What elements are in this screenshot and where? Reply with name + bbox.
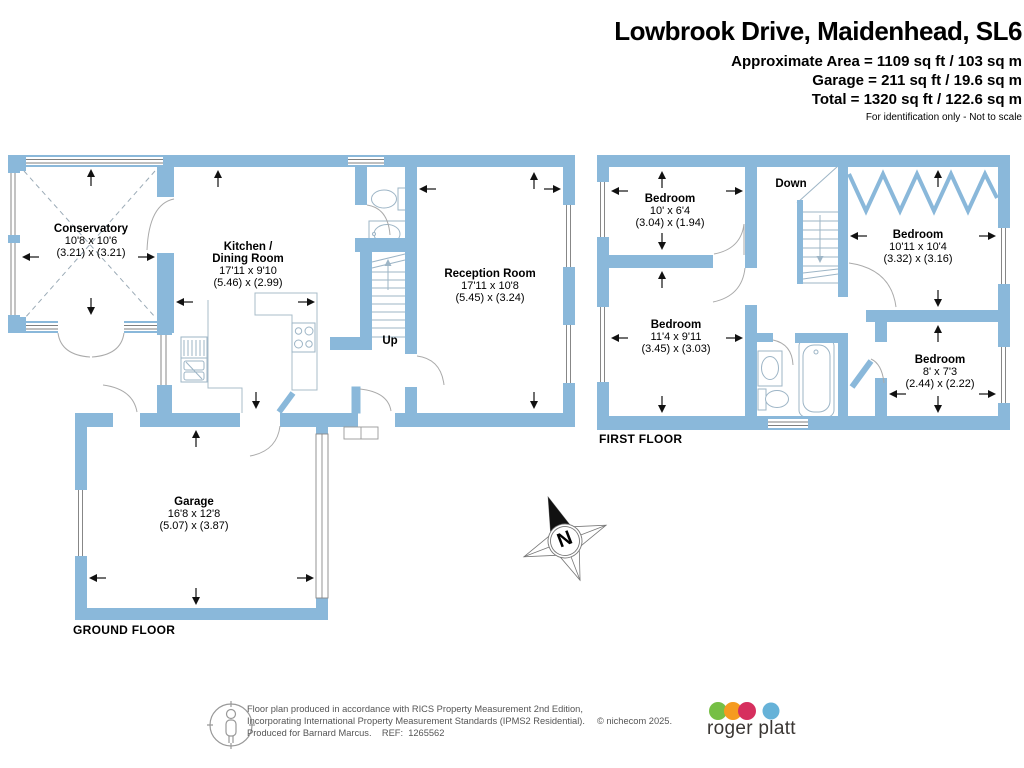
windows-ground [8, 157, 575, 556]
footer-line-2-text: Incorporating International Property Mea… [247, 716, 585, 726]
logo-dot-orange [724, 702, 742, 720]
ground-floor-label: GROUND FLOOR [73, 623, 176, 637]
room-name: Kitchen / Dining Room [212, 241, 284, 265]
room-dims-m: (5.07) x (3.87) [159, 520, 229, 532]
room-dims-ft: 8' x 7'3 [922, 366, 958, 378]
garage-area: Garage = 211 sq ft / 19.6 sq m [812, 72, 1022, 89]
room-label-bedroom-4: Bedroom 8' x 7'3 (2.44) x (2.22) [905, 354, 974, 390]
room-name: Bedroom [644, 193, 696, 205]
room-label-bedroom-1: Bedroom 10' x 6'4 (3.04) x (1.94) [635, 193, 704, 229]
room-name: Bedroom [650, 319, 702, 331]
room-dims-m: (5.45) x (3.24) [455, 292, 525, 304]
stairs-ground [371, 253, 406, 338]
room-dims-m: (2.44) x (2.22) [905, 378, 975, 390]
room-dims-m: (3.45) x (3.03) [641, 343, 711, 355]
room-label-conservatory: Conservatory 10'8 x 10'6 (3.21) x (3.21) [54, 223, 128, 259]
wardrobe-zigzag [847, 169, 999, 216]
approximate-area: Approximate Area = 1109 sq ft / 103 sq m [731, 53, 1022, 70]
bath-sink-icon [757, 350, 783, 387]
room-dims-m: (5.46) x (2.99) [213, 277, 283, 289]
bathtub-icon [798, 338, 835, 418]
door-leaves-first [849, 359, 874, 389]
windows-first [597, 182, 1010, 428]
stairs-first [796, 165, 839, 284]
room-dims-ft: 10'8 x 10'6 [64, 235, 118, 247]
person-scale-icon [207, 701, 255, 749]
roger-platt-logo-dots [709, 702, 780, 720]
room-label-reception: Reception Room 17'11 x 10'8 (5.45) x (3.… [444, 268, 535, 304]
kitchen-counter [207, 292, 318, 413]
door-arcs-ground [57, 198, 445, 457]
room-name: Reception Room [444, 268, 536, 280]
ground-floor-plan [8, 155, 575, 620]
room-dims-ft: 16'8 x 12'8 [167, 508, 221, 520]
toilet-icon-first [757, 388, 789, 411]
conservatory-dashed-lines [23, 170, 156, 320]
footer-line-1: Floor plan produced in accordance with R… [247, 704, 583, 714]
roger-platt-logo-text: roger platt [707, 718, 796, 739]
hob-icon [291, 322, 316, 353]
room-name: Garage [174, 496, 214, 508]
door-openings [58, 321, 395, 427]
room-dims-ft: 11'4 x 9'11 [650, 331, 702, 343]
room-label-bedroom-2: Bedroom 11'4 x 9'11 (3.45) x (3.03) [641, 319, 710, 355]
footer-line-2: Incorporating International Property Mea… [247, 716, 672, 727]
garage-door [315, 433, 329, 599]
first-floor-label: FIRST FLOOR [599, 432, 683, 446]
north-compass-icon [522, 495, 608, 582]
room-dims-ft: 17'11 x 9'10 [219, 265, 277, 277]
stairs-down-label: Down [775, 178, 807, 190]
door-arcs-first [712, 223, 897, 384]
header: Lowbrook Drive, Maidenhead, SL6 Approxim… [614, 17, 1022, 124]
footer-line-3: Produced for Barnard Marcus. REF: 126556… [247, 728, 445, 738]
logo-dot-red [738, 702, 756, 720]
room-label-garage: Garage 16'8 x 12'8 (5.07) x (3.87) [159, 496, 228, 532]
room-dims-m: (3.32) x (3.16) [883, 253, 953, 265]
room-dims-m: (3.04) x (1.94) [635, 217, 705, 229]
area-summary: Approximate Area = 1109 sq ft / 103 sq m… [614, 52, 1022, 109]
room-dims-ft: 17'11 x 10'8 [461, 280, 519, 292]
room-dims-m: (3.21) x (3.21) [56, 247, 126, 259]
room-label-kitchen-dining: Kitchen / Dining Room 17'11 x 9'10 (5.46… [208, 241, 288, 289]
logo-dot-blue [762, 702, 780, 720]
stairs-up-label: Up [382, 335, 398, 347]
logo-dot-green [709, 702, 727, 720]
copyright: © nichecom 2025. [596, 716, 673, 726]
disclaimer: For identification only - Not to scale [865, 112, 1022, 123]
room-label-bedroom-3: Bedroom 10'11 x 10'4 (3.32) x (3.16) [883, 229, 952, 265]
page-title: Lowbrook Drive, Maidenhead, SL6 [614, 16, 1022, 46]
toilet-icon [371, 187, 407, 211]
door-leaves-ground [276, 386, 361, 414]
room-dims-ft: 10' x 6'4 [649, 205, 691, 217]
room-name: Conservatory [53, 223, 129, 235]
kitchen-sink-icon [180, 336, 208, 383]
total-area: Total = 1320 sq ft / 122.6 sq m [811, 91, 1022, 108]
room-name: Bedroom [892, 229, 944, 241]
room-name: Bedroom [914, 354, 966, 366]
room-dims-ft: 10'11 x 10'4 [889, 241, 947, 253]
first-floor-plan [597, 155, 1010, 430]
